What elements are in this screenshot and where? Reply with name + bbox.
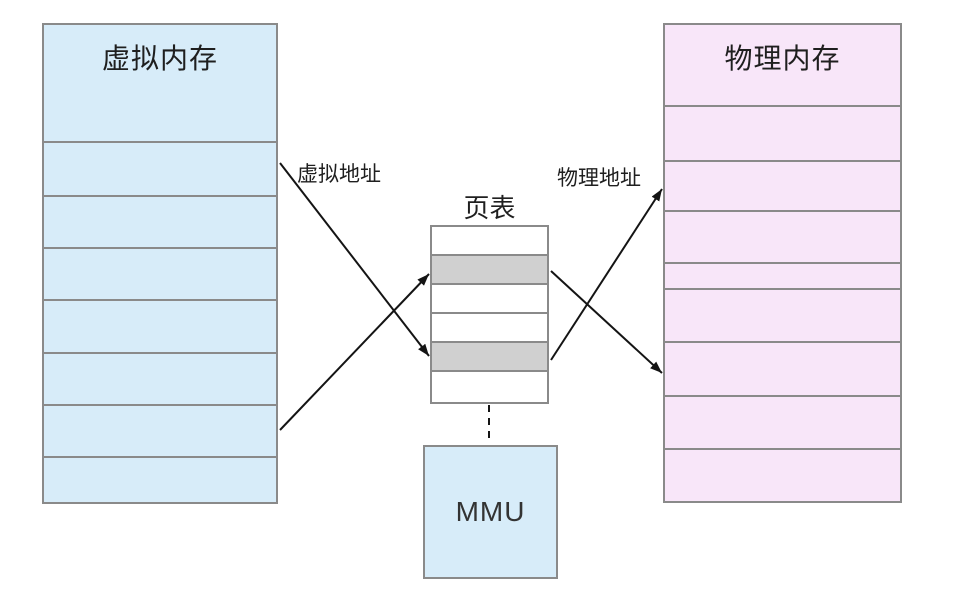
mmu-box: MMU [423, 445, 558, 579]
physical-address-label: 物理地址 [557, 167, 641, 190]
page-table-row-1 [432, 227, 547, 256]
mmu-label: MMU [455, 496, 526, 527]
virtual-address-label: 虚拟地址 [297, 163, 381, 186]
physical-memory-row-1 [665, 107, 900, 162]
virtual-memory-row-3 [44, 249, 276, 301]
physical-memory-row-5 [665, 290, 900, 343]
physical-memory-row-8 [665, 450, 900, 501]
virtual-memory-row-2 [44, 197, 276, 249]
page-table-box [430, 225, 549, 404]
physical-address-arrow-down [550, 270, 663, 374]
virtual-memory-box: 虚拟内存 [42, 23, 278, 504]
virtual-memory-row-6 [44, 406, 276, 458]
physical-memory-row-4 [665, 264, 900, 290]
page-table-row-3 [432, 285, 547, 314]
physical-memory-row-3 [665, 212, 900, 264]
physical-memory-title: 物理内存 [724, 43, 841, 74]
physical-memory-header: 物理内存 [665, 25, 900, 107]
virtual-address-arrow-top [279, 162, 430, 357]
virtual-address-arrow-bottom [279, 273, 430, 431]
virtual-memory-row-4 [44, 301, 276, 354]
page-table-row-5-highlighted [432, 343, 547, 372]
page-table-row-6 [432, 372, 547, 402]
page-table-row-4 [432, 314, 547, 343]
physical-memory-row-2 [665, 162, 900, 212]
physical-memory-row-7 [665, 397, 900, 450]
physical-address-arrow-up [550, 188, 663, 361]
physical-memory-box: 物理内存 [663, 23, 902, 503]
virtual-memory-row-7 [44, 458, 276, 502]
virtual-memory-row-5 [44, 354, 276, 406]
virtual-memory-row-1 [44, 143, 276, 197]
virtual-memory-header: 虚拟内存 [44, 25, 276, 143]
page-table-title: 页表 [463, 193, 516, 223]
virtual-memory-title: 虚拟内存 [101, 43, 218, 74]
page-table-row-2-highlighted [432, 256, 547, 285]
physical-memory-row-6 [665, 343, 900, 397]
